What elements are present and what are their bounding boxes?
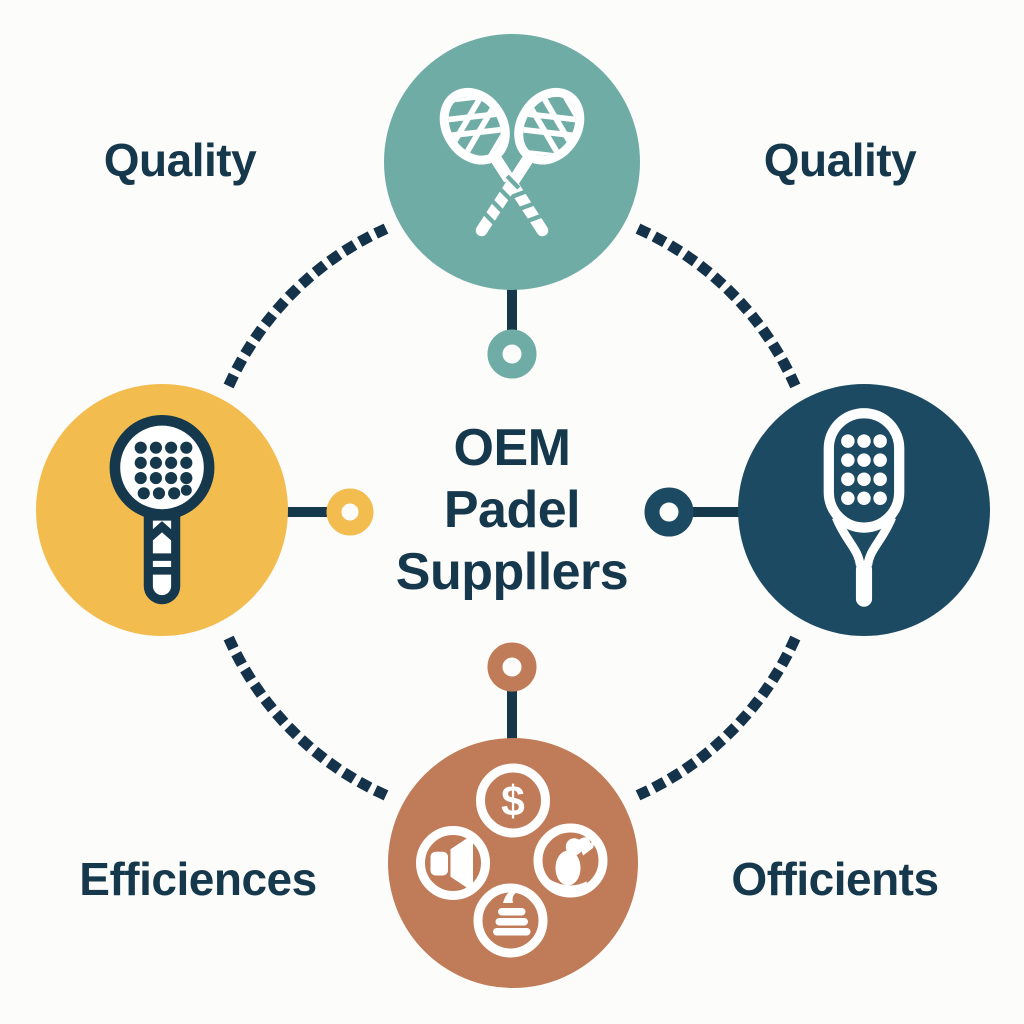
feature-cluster-icons: $ (416, 763, 608, 958)
feature-cluster-node: $ (388, 738, 638, 988)
center-title-line-3: Suppllers (395, 542, 629, 601)
label-bottom-right: Officients (731, 853, 939, 905)
dotted-arc-bottom-left (223, 635, 389, 801)
figure-icon (549, 837, 594, 890)
dotted-arc-bottom-right (635, 635, 801, 801)
crossed-rackets-icon (422, 72, 602, 252)
donut-left (326, 488, 374, 536)
center-title: OEM Padel Suppllers (312, 418, 712, 604)
ring-top (476, 763, 550, 838)
donut-right (644, 487, 694, 537)
padel-racket-solid-icon (823, 408, 905, 607)
ring-right (533, 823, 608, 898)
padel-racket-solid-node (738, 384, 990, 636)
center-title-line-1: OEM (453, 419, 571, 477)
label-top-left: Quality (103, 134, 257, 186)
dotted-arc-top-right (635, 223, 801, 389)
donut-bottom (487, 642, 537, 692)
ring-left (416, 826, 490, 900)
speaker-icon (430, 834, 473, 892)
dollar-icon: $ (501, 779, 525, 826)
stack-icon (493, 889, 531, 936)
center-title-line-2: Padel (443, 480, 581, 539)
dotted-arc-top-left (223, 223, 389, 389)
crossed-rackets-node (384, 34, 640, 290)
padel-racket-outline-node (36, 384, 288, 636)
label-bottom-left: Efficiences (79, 853, 317, 905)
ring-bottom (473, 883, 548, 958)
label-top-right: Quality (763, 134, 917, 186)
padel-racket-outline-icon (109, 415, 215, 605)
donut-top (487, 329, 537, 379)
